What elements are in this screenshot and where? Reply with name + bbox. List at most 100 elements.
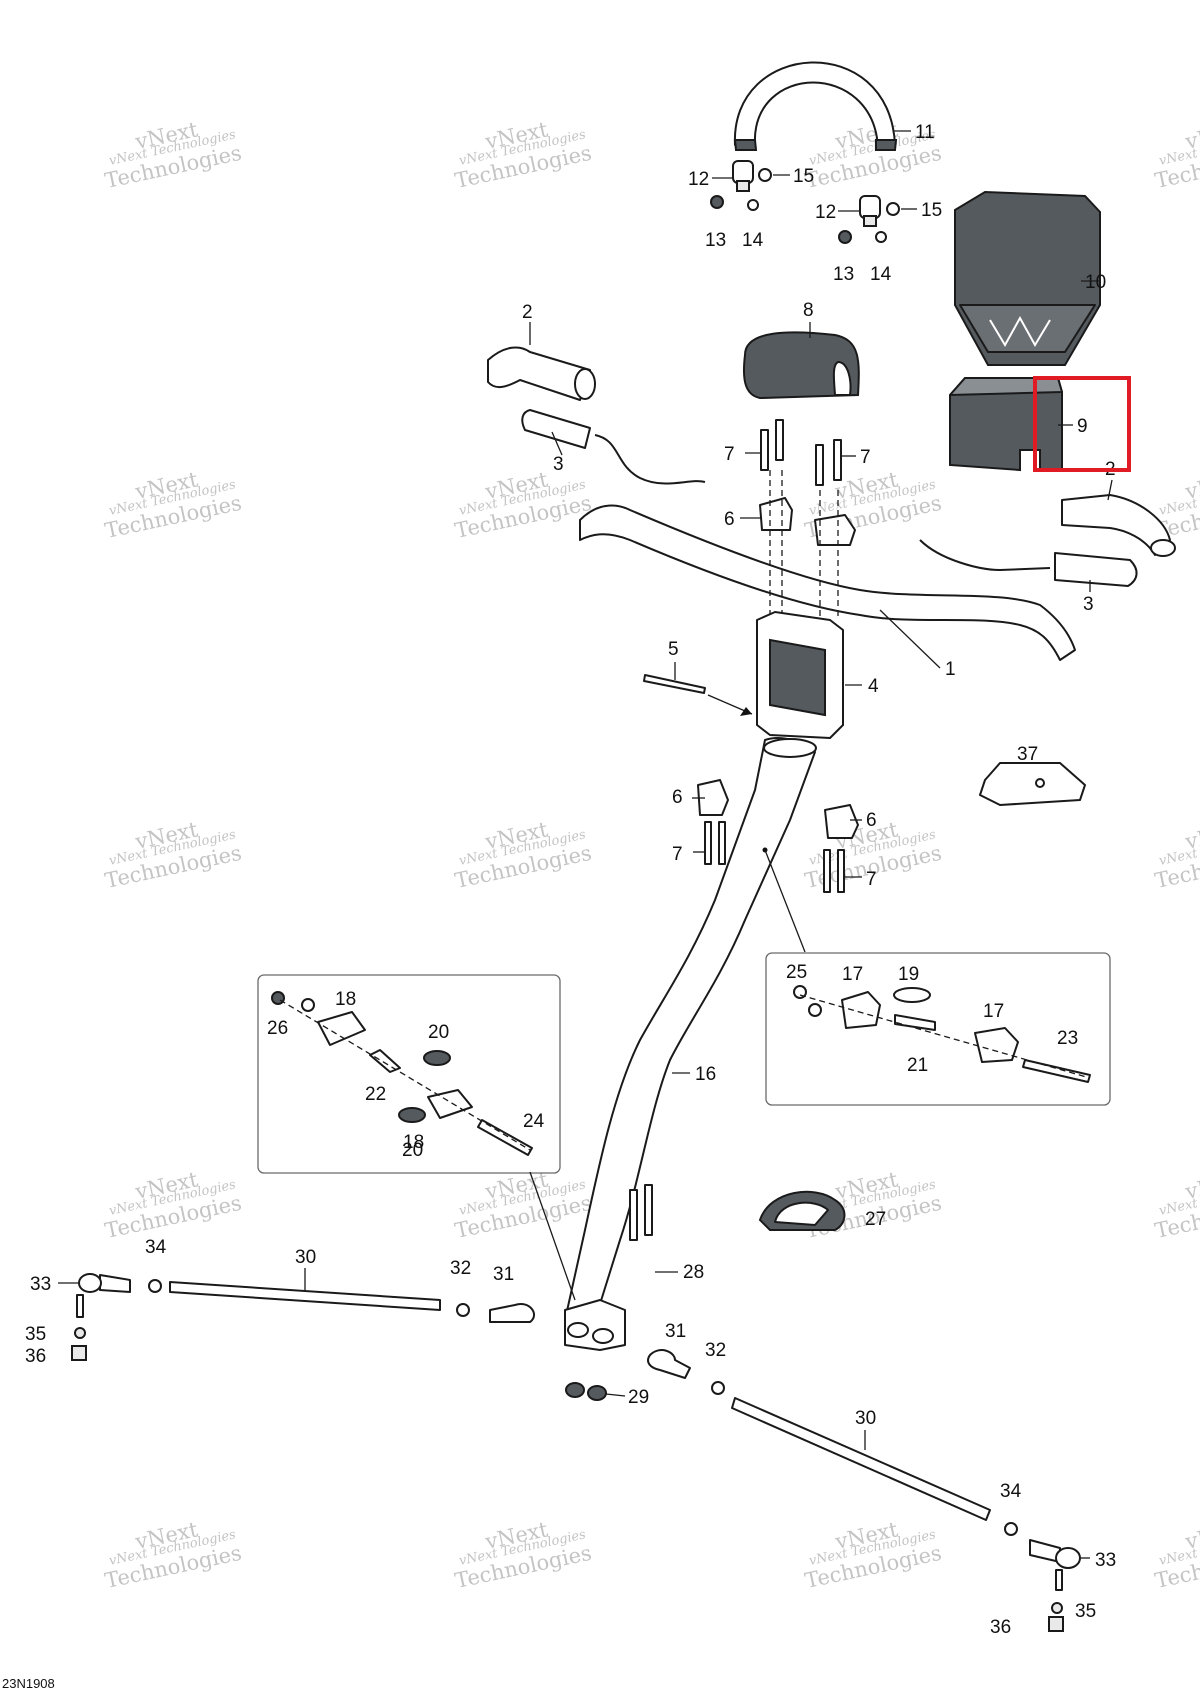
callout-label: 19 <box>898 964 919 985</box>
callout-label: 30 <box>295 1247 316 1268</box>
part-33-ball-joint-left <box>76 1273 102 1318</box>
leader-detail-right <box>764 849 806 953</box>
callout-label: 35 <box>1075 1601 1096 1622</box>
part-36-nut-right <box>1048 1616 1064 1632</box>
part-3-throttle-right <box>919 539 1138 587</box>
part-29-nuts <box>565 1382 607 1401</box>
part-2-grip-left <box>487 346 596 401</box>
part-15-washer-right <box>886 202 900 216</box>
leader-detail-left <box>529 1171 576 1301</box>
part-37-plate <box>979 762 1086 806</box>
callout-label: 27 <box>865 1209 886 1230</box>
callout-label: 3 <box>1083 594 1094 615</box>
callout-label: 15 <box>921 200 942 221</box>
callout-label: 17 <box>983 1001 1004 1022</box>
callout-label: 29 <box>628 1387 649 1408</box>
drawing-code: 23N1908 <box>2 1676 55 1691</box>
callout-label: 12 <box>688 169 709 190</box>
callout-label: 11 <box>915 122 935 143</box>
part-35-washer-left <box>74 1327 86 1339</box>
part-28-bolts <box>629 1184 653 1241</box>
part-30-tie-rod-left <box>99 1274 441 1311</box>
callout-label: 20 <box>428 1022 449 1043</box>
part-34-nut-left <box>148 1279 162 1293</box>
callout-label: 8 <box>803 300 814 321</box>
callout-label: 14 <box>870 264 892 285</box>
callout-label: 6 <box>866 810 877 831</box>
callout-label: 28 <box>683 1262 704 1283</box>
part-34-nut-right <box>1004 1522 1018 1536</box>
callout-label: 32 <box>450 1258 471 1279</box>
callout-label: 25 <box>786 962 807 983</box>
callout-label: 15 <box>793 166 814 187</box>
callout-label: 3 <box>553 454 564 475</box>
callout-label: 33 <box>30 1274 51 1295</box>
part-36-nut-left <box>71 1345 87 1361</box>
detail-right-axis <box>799 994 1091 1079</box>
callout-label: 23 <box>1057 1028 1078 1049</box>
part-6-riser-clamp-upper-right <box>814 514 856 546</box>
callout-label: 20 <box>402 1140 423 1161</box>
callout-label: 2 <box>522 302 533 323</box>
callout-label: 4 <box>868 676 879 697</box>
part-11-handle-loop <box>733 61 898 151</box>
callout-label: 9 <box>1077 416 1088 437</box>
part-32-nut-right <box>711 1381 725 1395</box>
callout-label: 14 <box>742 230 764 251</box>
callout-label: 33 <box>1095 1550 1116 1571</box>
detail-left-parts <box>271 991 533 1156</box>
callout-label: 7 <box>860 447 871 468</box>
callout-label: 36 <box>25 1346 46 1367</box>
callout-label: 24 <box>523 1111 545 1132</box>
callout-layer: 1 2 2 3 3 4 5 6 6 6 7 7 7 7 8 9 10 11 12… <box>25 122 1116 1638</box>
part-6-riser-clamp-upper-left <box>759 497 793 531</box>
part-2-grip-right <box>1061 494 1176 557</box>
callout-label: 6 <box>724 509 735 530</box>
callout-label: 7 <box>866 869 877 890</box>
part-31-rod-end-left <box>489 1303 535 1323</box>
part-27-cover <box>758 1190 846 1231</box>
callout-label: 6 <box>672 787 683 808</box>
part-35-washer-right <box>1051 1602 1063 1614</box>
part-12-clamp-left <box>732 160 754 192</box>
callout-label: 10 <box>1085 272 1106 293</box>
alignment-dash-upper <box>769 470 839 620</box>
callout-label: 5 <box>668 639 679 660</box>
detail-left-axis <box>279 999 531 1151</box>
callout-label: 32 <box>705 1340 726 1361</box>
callout-label: 1 <box>945 659 956 680</box>
part-13-screw-right <box>838 230 852 244</box>
callout-label: 7 <box>724 444 735 465</box>
part-32-nut-left <box>456 1303 470 1317</box>
part-16-steering-column <box>564 737 817 1321</box>
part-13-screw-left <box>710 195 724 209</box>
part-14-nut-right <box>875 231 887 243</box>
callout-label: 16 <box>695 1064 716 1085</box>
callout-label: 17 <box>842 964 863 985</box>
callout-label: 37 <box>1017 744 1038 765</box>
part-15-washer-left <box>758 168 772 182</box>
callout-label: 13 <box>705 230 726 251</box>
detail-right-parts <box>793 985 1091 1083</box>
part-6-riser-clamp-lower-right <box>824 804 859 839</box>
part-12-clamp-right <box>859 195 881 227</box>
part-3-throttle-left <box>521 409 706 485</box>
column-base <box>564 1299 626 1351</box>
arrow-head <box>740 707 752 716</box>
highlight-box-part-9 <box>1033 376 1131 472</box>
callout-label: 30 <box>855 1408 876 1429</box>
callout-label: 13 <box>833 264 854 285</box>
callout-label: 22 <box>365 1084 386 1105</box>
callout-label: 18 <box>335 989 356 1010</box>
part-31-rod-end-right <box>647 1349 691 1379</box>
